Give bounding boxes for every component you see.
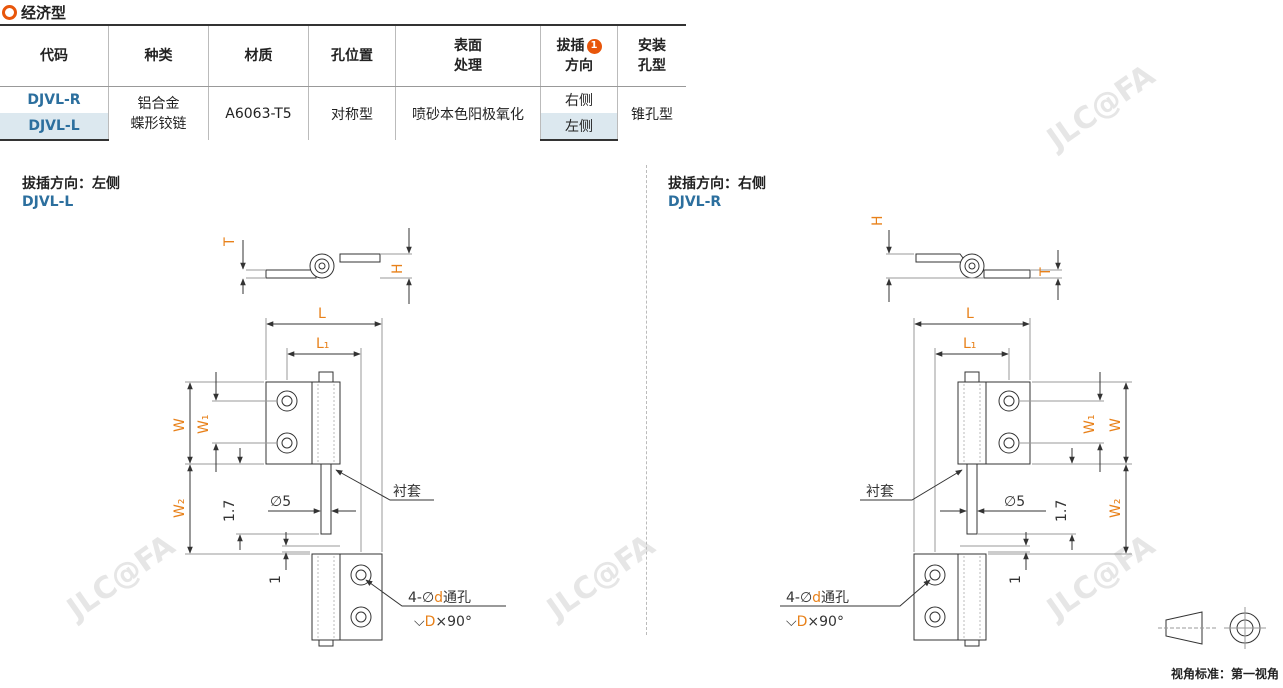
dim-dia5: ∅5	[1004, 494, 1025, 510]
dim-dia5: ∅5	[270, 494, 291, 510]
dim-W2: W₂	[172, 499, 188, 518]
holes-label: 4-∅d通孔	[408, 590, 471, 606]
cell-direction: 左侧	[540, 113, 618, 141]
right-top-view	[886, 230, 1062, 302]
note-badge: 1	[586, 38, 602, 54]
cell-mount: 锥孔型	[617, 86, 686, 140]
right-front-view	[780, 318, 1132, 647]
dim-L: L	[318, 306, 326, 322]
cell-surface: 喷砂本色阳极氧化	[395, 86, 541, 140]
bushing-label: 衬套	[866, 484, 894, 500]
cell-code: DJVL-R	[27, 92, 81, 108]
countersink-label: ⌵D×90°	[786, 614, 844, 630]
dim-1-7: 1.7	[222, 500, 238, 522]
dim-1: 1	[268, 575, 284, 584]
dim-T: T	[222, 237, 238, 247]
header-hole-position: 孔位置	[308, 24, 396, 87]
dim-H: H	[390, 263, 406, 274]
dim-W: W	[1108, 418, 1124, 432]
cell-material: A6063-T5	[208, 86, 309, 140]
dim-1: 1	[1008, 575, 1024, 584]
right-direction-label: 拔插方向：右侧	[668, 176, 766, 192]
header-mount: 安装 孔型	[617, 24, 686, 87]
header-surface: 表面 处理	[395, 24, 541, 87]
bushing-label: 衬套	[393, 484, 421, 500]
dim-W2: W₂	[1108, 499, 1124, 518]
left-front-view	[185, 318, 506, 647]
first-angle-projection-icon	[1158, 607, 1266, 649]
header-material: 材质	[208, 24, 309, 87]
table-row: DJVL-L 左侧	[0, 113, 686, 141]
cell-type: 铝合金 蝶形铰链	[108, 86, 209, 140]
header-code: 代码	[0, 24, 109, 87]
projection-label: 视角标准：第一视角	[1170, 667, 1279, 681]
table-row: DJVL-R 铝合金 蝶形铰链 A6063-T5 对称型 喷砂本色阳极氧化 右侧…	[0, 86, 686, 140]
dim-L: L	[966, 306, 974, 322]
dim-W: W	[172, 418, 188, 432]
dim-L1: L₁	[316, 336, 329, 352]
left-top-view	[240, 228, 412, 304]
circle-bullet-icon	[2, 4, 17, 20]
header-type: 种类	[108, 24, 209, 87]
holes-label: 4-∅d通孔	[786, 590, 849, 606]
left-code-label: DJVL-L	[22, 194, 74, 210]
dim-W1: W₁	[1082, 415, 1098, 434]
dim-T: T	[1038, 267, 1054, 277]
dim-L1: L₁	[963, 336, 976, 352]
cell-direction: 右侧	[540, 86, 618, 113]
cell-code: DJVL-L	[0, 113, 109, 141]
right-code-label: DJVL-R	[668, 194, 722, 210]
cell-hole-position: 对称型	[308, 86, 396, 140]
dim-1-7: 1.7	[1054, 500, 1070, 522]
countersink-label: ⌵D×90°	[414, 614, 472, 630]
dim-H: H	[870, 215, 886, 226]
left-direction-label: 拔插方向：左侧	[22, 176, 120, 192]
dim-W1: W₁	[196, 415, 212, 434]
section-title: 经济型	[0, 0, 66, 24]
view-divider	[646, 165, 647, 635]
